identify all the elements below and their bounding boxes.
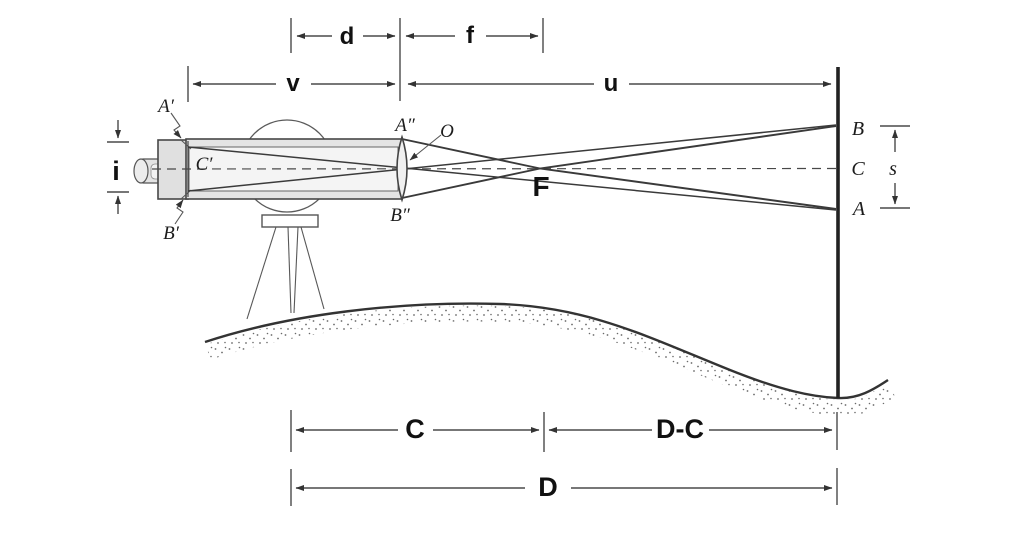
d-label: d bbox=[340, 23, 355, 50]
top-dimensions: d f v u bbox=[187, 18, 832, 102]
focal-point-label: F bbox=[532, 171, 549, 202]
staff-point-a-label: A bbox=[851, 198, 866, 220]
o-label: O bbox=[440, 121, 454, 142]
optical-axis-dashed bbox=[151, 167, 837, 170]
b-double-prime-label: B″ bbox=[390, 205, 411, 226]
stadia-interval-dimension: i bbox=[107, 120, 129, 214]
objective-lens bbox=[396, 134, 408, 203]
staff-point-b-label: B bbox=[852, 118, 864, 140]
bottom-dimensions: C D-C D bbox=[290, 410, 838, 506]
c-dimension-label: C bbox=[405, 414, 425, 444]
ray-aprime-through-o-to-a bbox=[187, 146, 837, 211]
tripod-leg-left bbox=[246, 226, 277, 320]
v-label: v bbox=[286, 70, 300, 97]
s-label: s bbox=[889, 158, 897, 180]
i-label: i bbox=[112, 156, 120, 186]
light-rays bbox=[151, 124, 837, 211]
tripod-leg-middle-a bbox=[287, 226, 292, 314]
c-prime-label: C′ bbox=[196, 154, 214, 175]
u-label: u bbox=[604, 70, 619, 97]
a-prime-leader bbox=[170, 112, 182, 139]
ground-stipple-band bbox=[205, 305, 896, 417]
D-dimension-label: D bbox=[538, 472, 558, 502]
ray-bprime-through-o-to-b bbox=[187, 124, 837, 192]
tripod-leg-right bbox=[300, 226, 325, 310]
a-prime-label: A′ bbox=[156, 96, 175, 117]
b-prime-label: B′ bbox=[163, 223, 180, 244]
f-label: f bbox=[466, 22, 475, 49]
staff: s B C A bbox=[836, 67, 910, 398]
b-prime-leader bbox=[174, 199, 184, 225]
ground bbox=[204, 302, 896, 417]
point-labels: A′ B′ C′ A″ B″ O F bbox=[156, 96, 549, 244]
eyepiece-cap bbox=[133, 158, 149, 184]
a-double-prime-label: A″ bbox=[393, 115, 416, 136]
tripod-leg-middle-b bbox=[293, 226, 299, 314]
ray-lens-bottom-through-f-to-b bbox=[401, 125, 837, 199]
staff-point-c-label: C bbox=[851, 158, 865, 180]
dc-dimension-label: D-C bbox=[656, 414, 704, 444]
tripod-head-plate bbox=[261, 214, 319, 228]
o-leader bbox=[409, 134, 442, 161]
